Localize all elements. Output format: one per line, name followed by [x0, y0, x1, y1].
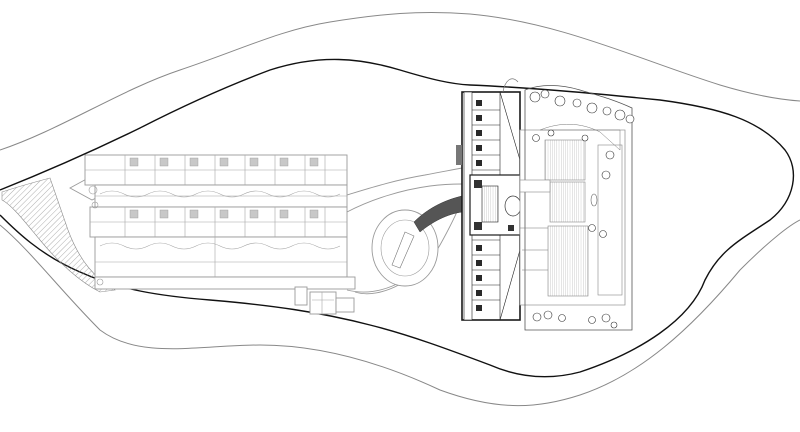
- tree-group-top: [529, 89, 635, 160]
- tree-icon: [572, 98, 582, 108]
- existing-building: [84, 154, 356, 290]
- tree-icon: [625, 114, 635, 124]
- tree-icon: [581, 134, 589, 142]
- tree-icon: [601, 313, 611, 323]
- site-boundary-outer: [0, 11, 800, 151]
- new-building: [461, 91, 522, 321]
- tree-icon: [547, 129, 555, 137]
- tree-icon: [558, 314, 566, 322]
- tree-group-mid: [588, 170, 611, 238]
- tree-icon: [599, 230, 607, 238]
- tree-icon: [554, 95, 566, 107]
- roundabout: [371, 195, 463, 287]
- shoreline: [0, 58, 795, 378]
- tree-group-bottom: [532, 310, 618, 329]
- tree-icon: [543, 310, 553, 320]
- tree-icon: [605, 150, 615, 160]
- pavilion-wing: [519, 85, 633, 331]
- entry-arc: [502, 78, 519, 93]
- tree-icon: [588, 224, 596, 232]
- tree-icon: [610, 321, 618, 329]
- tree-icon: [601, 170, 611, 180]
- tree-icon: [588, 316, 596, 324]
- tree-icon: [586, 102, 598, 114]
- entrance-block: [294, 286, 355, 315]
- tree-icon: [529, 91, 541, 103]
- tree-icon: [602, 106, 612, 116]
- tree-icon: [532, 312, 542, 322]
- tree-icon: [532, 134, 540, 142]
- entry-canopy: [456, 145, 462, 165]
- tree-icon: [614, 109, 626, 121]
- hatched-slope: [1, 177, 116, 293]
- site-boundary-lower: [0, 219, 800, 407]
- tree-icon: [540, 89, 550, 99]
